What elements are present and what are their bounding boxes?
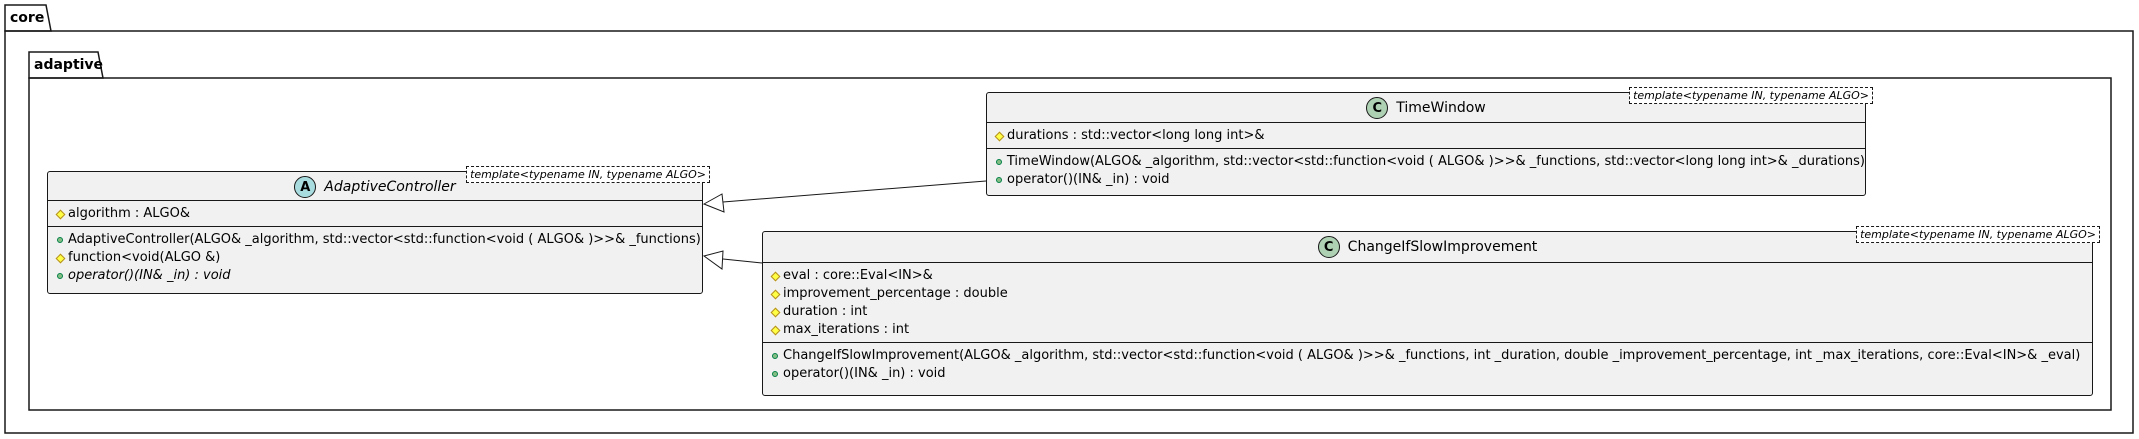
fields-section: algorithm : ALGO& — [48, 201, 702, 227]
field-text: duration : int — [783, 304, 868, 319]
method-text: operator()(IN& _in) : void — [68, 268, 231, 283]
package-core-frame — [4, 30, 2134, 434]
public-visibility-icon — [993, 159, 1005, 165]
methods-section: AdaptiveController(ALGO& _algorithm, std… — [48, 227, 702, 288]
field-row: improvement_percentage : double — [763, 285, 2092, 303]
method-row: operator()(IN& _in) : void — [48, 267, 702, 285]
method-row: operator()(IN& _in) : void — [987, 171, 1865, 189]
fields-section: eval : core::Eval<IN>& improvement_perce… — [763, 263, 2092, 343]
class-icon: C — [1366, 97, 1389, 119]
protected-visibility-icon — [769, 271, 781, 281]
public-visibility-icon — [993, 177, 1005, 183]
inheritance-arrowhead-changeifslow — [702, 250, 724, 270]
class-adaptive-controller[interactable]: A AdaptiveController template<typename I… — [47, 166, 710, 294]
inheritance-line-changeifslow — [722, 258, 763, 264]
fields-section: durations : std::vector<long long int>& — [987, 123, 1865, 149]
package-adaptive-frame — [28, 77, 2112, 411]
field-row: max_iterations : int — [763, 321, 2092, 339]
template-parameters: template<typename IN, typename ALGO> — [1629, 87, 1873, 104]
abstract-class-icon: A — [294, 176, 317, 198]
public-visibility-icon — [54, 273, 66, 279]
method-text: operator()(IN& _in) : void — [1007, 172, 1170, 187]
class-time-window[interactable]: C TimeWindow template<typename IN, typen… — [986, 87, 1873, 196]
class-name: ChangeIfSlowImprovement — [1347, 239, 1538, 255]
method-text: operator()(IN& _in) : void — [783, 366, 946, 381]
public-visibility-icon — [769, 353, 781, 359]
field-text: improvement_percentage : double — [783, 286, 1008, 301]
field-row: duration : int — [763, 303, 2092, 321]
method-row: AdaptiveController(ALGO& _algorithm, std… — [48, 231, 702, 249]
package-core-label: core — [10, 10, 45, 26]
inheritance-line-timewindow — [722, 180, 987, 203]
template-parameters: template<typename IN, typename ALGO> — [466, 166, 710, 183]
class-header: A AdaptiveController template<typename I… — [48, 166, 710, 201]
class-name: AdaptiveController — [324, 179, 456, 195]
field-text: durations : std::vector<long long int>& — [1007, 128, 1265, 143]
class-name: TimeWindow — [1396, 100, 1486, 116]
method-text: AdaptiveController(ALGO& _algorithm, std… — [68, 232, 701, 247]
method-row: ChangeIfSlowImprovement(ALGO& _algorithm… — [763, 347, 2092, 365]
inheritance-arrowhead-timewindow — [702, 193, 725, 213]
package-adaptive-label: adaptive — [34, 57, 104, 73]
field-row: eval : core::Eval<IN>& — [763, 267, 2092, 285]
protected-visibility-icon — [54, 253, 66, 263]
method-text: ChangeIfSlowImprovement(ALGO& _algorithm… — [783, 348, 2081, 363]
protected-visibility-icon — [54, 209, 66, 219]
class-header: C ChangeIfSlowImprovement template<typen… — [763, 226, 2100, 263]
methods-section: ChangeIfSlowImprovement(ALGO& _algorithm… — [763, 343, 2092, 386]
method-text: function<void(ALGO &) — [68, 250, 221, 265]
protected-visibility-icon — [769, 307, 781, 317]
class-change-if-slow-improvement[interactable]: C ChangeIfSlowImprovement template<typen… — [762, 226, 2100, 396]
methods-section: TimeWindow(ALGO& _algorithm, std::vector… — [987, 149, 1865, 192]
protected-visibility-icon — [769, 289, 781, 299]
method-text: TimeWindow(ALGO& _algorithm, std::vector… — [1006, 154, 1865, 169]
template-parameters: template<typename IN, typename ALGO> — [1856, 226, 2100, 243]
method-row: operator()(IN& _in) : void — [763, 365, 2092, 383]
method-row: function<void(ALGO &) — [48, 249, 702, 267]
public-visibility-icon — [54, 237, 66, 243]
field-text: max_iterations : int — [783, 322, 910, 337]
public-visibility-icon — [769, 371, 781, 377]
field-row: durations : std::vector<long long int>& — [987, 127, 1865, 145]
field-text: algorithm : ALGO& — [68, 206, 190, 221]
method-row: TimeWindow(ALGO& _algorithm, std::vector… — [987, 153, 1865, 171]
protected-visibility-icon — [993, 131, 1005, 141]
field-text: eval : core::Eval<IN>& — [783, 268, 933, 283]
class-icon: C — [1317, 236, 1340, 258]
field-row: algorithm : ALGO& — [48, 205, 702, 223]
protected-visibility-icon — [769, 325, 781, 335]
class-header: C TimeWindow template<typename IN, typen… — [987, 87, 1873, 123]
